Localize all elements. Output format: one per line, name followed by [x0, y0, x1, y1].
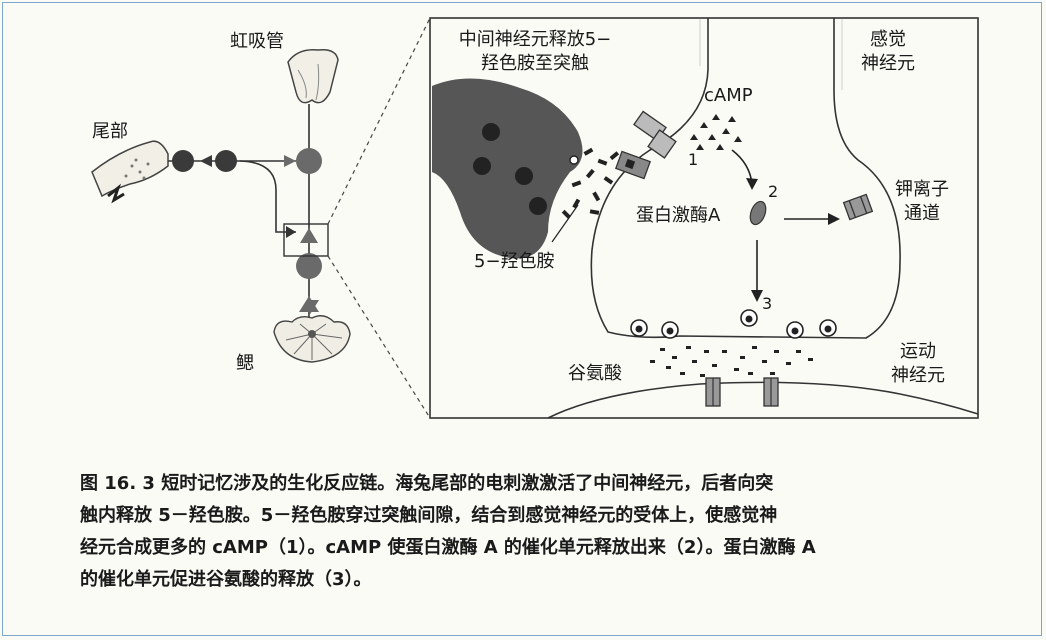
caption-line-3: 经元合成更多的 cAMP（1）。cAMP 使蛋白激酶 A 的催化单元释放出来（2…	[80, 537, 816, 558]
released-serotonin	[561, 147, 620, 219]
motor-neuron-membrane	[547, 381, 979, 419]
caption-line-4: 的催化单元促进谷氨酸的释放（3）。	[80, 569, 372, 590]
motor-neuron-body	[296, 253, 322, 279]
serotonin-vesicle	[529, 197, 547, 215]
released-glutamate	[650, 346, 813, 377]
glutamate-receptor	[705, 377, 721, 407]
motor-neuron-label: 运动 神经元	[876, 340, 960, 388]
k-channel	[842, 193, 874, 221]
glutamate-label: 谷氨酸	[568, 363, 622, 384]
step-1-label: 1	[688, 150, 699, 169]
pka-catalytic-unit	[749, 200, 767, 226]
sensory-neuron-label: 感觉 神经元	[850, 28, 926, 76]
glutamate-vesicles	[630, 309, 837, 339]
glutamate-receptor	[763, 377, 779, 407]
siphon-label: 虹吸管	[230, 31, 284, 52]
circuit-overview	[91, 17, 431, 419]
interneuron-release-line2: 羟色胺至突触	[481, 53, 589, 74]
sensory-terminal	[300, 228, 318, 243]
serotonin-receptor	[614, 110, 677, 180]
stimulus-bolt-icon	[107, 183, 125, 204]
caption-line-1: 图 16. 3 短时记忆涉及的生化反应链。海兔尾部的电刺激激活了中间神经元，后者…	[80, 473, 774, 494]
motor-neuron-line1: 运动	[900, 341, 936, 362]
figure-caption: 图 16. 3 短时记忆涉及的生化反应链。海兔尾部的电刺激激活了中间神经元，后者…	[80, 468, 1010, 596]
interneuron-release-label: 中间神经元释放5− 羟色胺至突触	[440, 28, 630, 76]
interneuron-release-line1: 中间神经元释放5−	[458, 29, 612, 50]
motor-neuron-line2: 神经元	[891, 365, 945, 386]
gill-shape	[273, 315, 351, 363]
k-channel-label: 钾离子 通道	[880, 178, 964, 226]
k-channel-line1: 钾离子	[895, 179, 949, 200]
synapse-panel	[429, 17, 979, 419]
arrow-pka-to-k-channel	[828, 213, 840, 225]
k-channel-line2: 通道	[904, 203, 940, 224]
camp-molecules	[690, 114, 742, 150]
step-2-label: 2	[768, 182, 779, 201]
siphon-shape	[287, 48, 339, 104]
serotonin-vesicle	[482, 123, 500, 141]
sensory-neuron-line2: 神经元	[861, 53, 915, 74]
pka-label: 蛋白激酶A	[636, 205, 721, 226]
camp-label: cAMP	[704, 85, 753, 106]
serotonin-label: 5−羟色胺	[474, 251, 555, 272]
gill-label: 鳃	[236, 353, 254, 374]
interneuron-terminal	[432, 78, 583, 259]
sensory-neuron-line1: 感觉	[870, 29, 906, 50]
tail-shape	[91, 140, 169, 198]
arrow-camp-to-pka	[746, 178, 758, 190]
step-3-label: 3	[762, 294, 773, 313]
tail-interneuron	[215, 150, 237, 172]
sensory-neuron-body	[296, 148, 322, 174]
gill-terminal	[299, 296, 319, 316]
zoom-source-box	[283, 223, 329, 257]
tail-sensory-neuron	[172, 150, 194, 172]
arrow-pka-to-vesicles	[751, 290, 763, 302]
caption-line-2: 触内释放 5－羟色胺。5－羟色胺穿过突触间隙，结合到感觉神经元的受体上，使感觉神	[80, 505, 778, 526]
serotonin-vesicle	[515, 167, 533, 185]
sensory-neuron-terminal	[590, 18, 901, 339]
diagram-canvas	[91, 17, 979, 419]
tail-label: 尾部	[92, 121, 128, 142]
serotonin-vesicle	[473, 157, 491, 175]
